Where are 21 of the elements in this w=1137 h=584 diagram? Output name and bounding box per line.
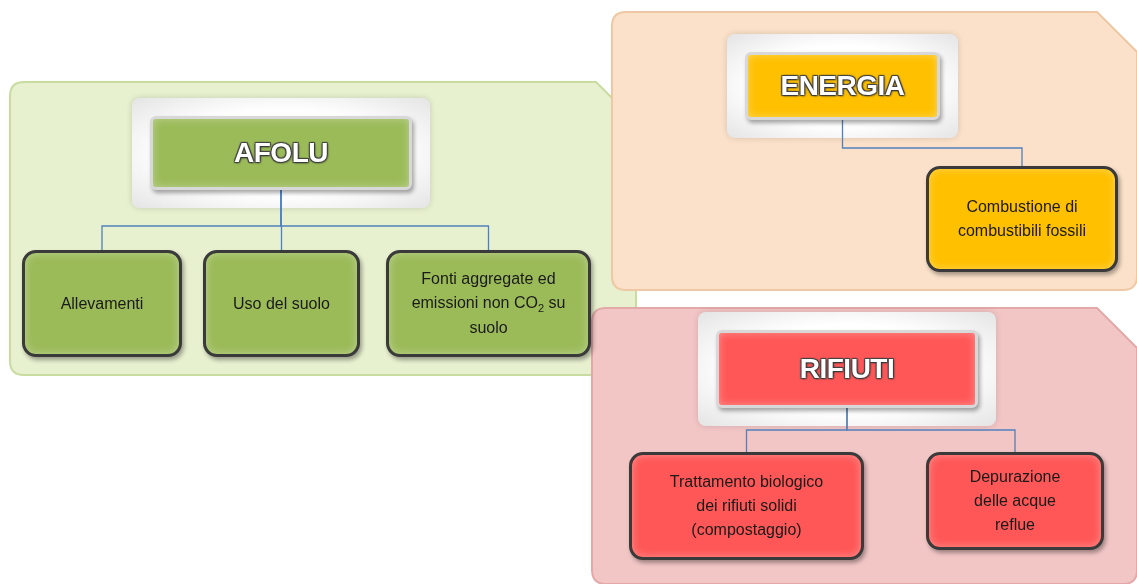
box-label: Uso del suolo — [233, 293, 330, 314]
connector-line — [280, 189, 490, 251]
category-title: AFOLU — [234, 137, 328, 169]
connector-line — [841, 119, 1023, 167]
category-title: ENERGIA — [780, 70, 905, 102]
category-title: RIFIUTI — [799, 353, 895, 385]
subcategory-box — [629, 452, 864, 560]
subcategory-box — [926, 452, 1104, 550]
category-box — [745, 52, 940, 120]
category-box — [716, 330, 978, 408]
box-label: Depurazione delle acque reflue — [968, 467, 1062, 535]
box-label: Combustione di combustibili fossili — [956, 197, 1087, 241]
box-label: Allevamenti — [60, 293, 144, 314]
subcategory-box — [926, 166, 1118, 272]
category-box — [150, 116, 412, 190]
connector-line — [846, 407, 1016, 453]
subcategory-box — [203, 250, 360, 357]
box-label: Trattamento biologico dei rifiuti solidi (compostaggio) — [668, 472, 825, 540]
box-label: Fonti aggregate ed emissioni non CO$_{2}$ su suolo — [411, 268, 566, 339]
subcategory-box — [386, 250, 591, 357]
subcategory-box — [22, 250, 182, 357]
